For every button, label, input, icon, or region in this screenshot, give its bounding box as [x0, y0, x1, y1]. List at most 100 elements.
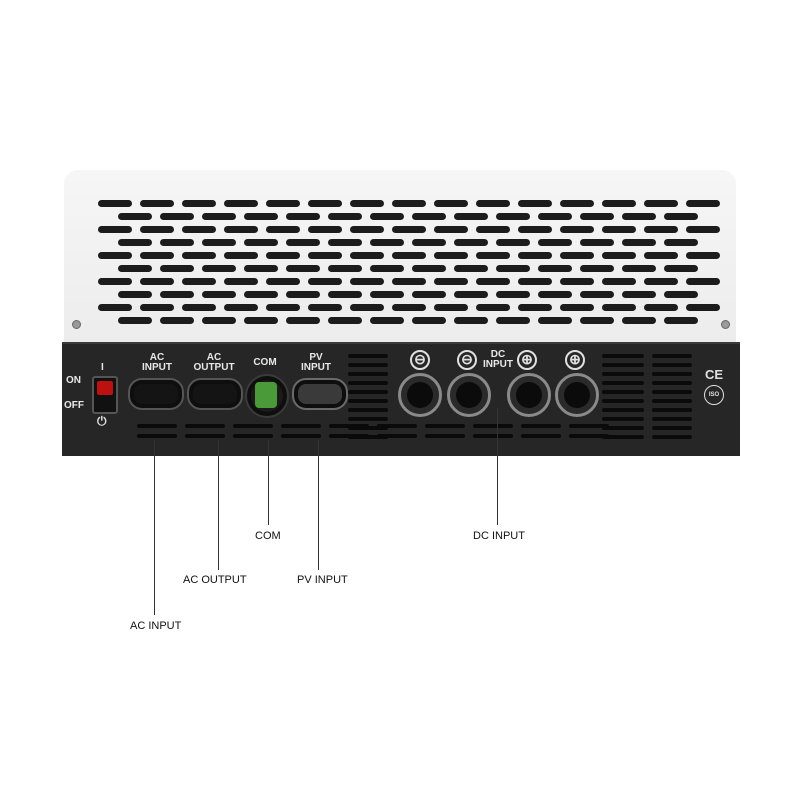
vent-slot [392, 252, 426, 259]
com-panel-label: COM [253, 357, 277, 368]
switch-on-label: ON [66, 375, 81, 386]
vent-slot [412, 213, 446, 220]
vent-slot [560, 252, 594, 259]
panel-grille-slot [602, 363, 644, 367]
leader-pv-input [318, 440, 319, 570]
pv-input-port[interactable] [292, 378, 348, 410]
vent-slot [328, 291, 362, 298]
dc-terminal-positive-1[interactable] [507, 373, 551, 417]
panel-grille-slot [652, 363, 692, 367]
vent-slot [518, 304, 552, 311]
vent-slot [496, 239, 530, 246]
vent-slot [518, 200, 552, 207]
panel-grille-slot [569, 424, 609, 428]
ac-input-panel-label: AC INPUT [142, 352, 172, 373]
vent-slot [286, 213, 320, 220]
vent-slot [350, 252, 384, 259]
vent-slot [370, 239, 404, 246]
vent-slot [244, 317, 278, 324]
switch-i-label: I [101, 362, 104, 373]
panel-grille-slot [233, 434, 273, 438]
vent-slot [98, 252, 132, 259]
dc-terminal-negative-2[interactable] [447, 373, 491, 417]
callout-com: COM [255, 530, 281, 542]
vent-slot [434, 200, 468, 207]
dc-terminal-negative-1[interactable] [398, 373, 442, 417]
panel-grille-slot [602, 435, 644, 439]
vent-slot [98, 200, 132, 207]
vent-slot [686, 200, 720, 207]
vent-slot [622, 239, 656, 246]
vent-slot [454, 213, 488, 220]
vent-slot [476, 200, 510, 207]
vent-slot [182, 226, 216, 233]
vent-slot [224, 226, 258, 233]
com-port-insert [255, 382, 277, 408]
switch-rocker [97, 381, 113, 395]
vent-slot [160, 213, 194, 220]
vent-slot [686, 278, 720, 285]
vent-slot [370, 317, 404, 324]
com-port[interactable] [245, 374, 289, 418]
panel-grille-slot [602, 354, 644, 358]
panel-grille-slot [652, 435, 692, 439]
panel-grille-slot [329, 424, 369, 428]
power-switch[interactable] [92, 376, 118, 414]
vent-slot [538, 239, 572, 246]
vent-slot [622, 213, 656, 220]
panel-grille-slot [652, 354, 692, 358]
ac-input-port[interactable] [128, 378, 184, 410]
vent-slot [140, 200, 174, 207]
vent-slot [370, 213, 404, 220]
vent-slot [160, 291, 194, 298]
panel-grille-slot [602, 426, 644, 430]
panel-grille-slot [652, 399, 692, 403]
vent-slot [182, 278, 216, 285]
vent-slot [224, 252, 258, 259]
panel-grille-slot [185, 424, 225, 428]
panel-grille-slot [652, 408, 692, 412]
callout-ac-input: AC INPUT [130, 620, 182, 632]
vent-slot [224, 304, 258, 311]
vent-slot [454, 291, 488, 298]
panel-grille-slot [137, 424, 177, 428]
vent-slot [434, 226, 468, 233]
vent-slot [580, 213, 614, 220]
ce-mark: CE [705, 367, 724, 382]
callout-dc-input: DC INPUT [473, 530, 525, 542]
vent-slot [202, 291, 236, 298]
vent-slot [266, 304, 300, 311]
ac-output-port[interactable] [187, 378, 243, 410]
vent-slot [622, 265, 656, 272]
vent-slot [560, 304, 594, 311]
vent-slot [160, 265, 194, 272]
vent-slot [392, 278, 426, 285]
vent-slot [476, 252, 510, 259]
panel-grille-slot [348, 372, 388, 376]
panel-grille-slot [602, 399, 644, 403]
vent-slot [686, 252, 720, 259]
vent-slot [476, 304, 510, 311]
vent-slot [350, 200, 384, 207]
panel-grille-slot [348, 390, 388, 394]
vent-slot [602, 304, 636, 311]
callout-ac-output: AC OUTPUT [183, 574, 247, 586]
vent-slot [644, 252, 678, 259]
vent-slot [518, 226, 552, 233]
vent-slot [350, 226, 384, 233]
vent-slot [140, 226, 174, 233]
vent-slot [580, 239, 614, 246]
vent-slot [412, 265, 446, 272]
vent-slot [328, 239, 362, 246]
dc-terminal-positive-2[interactable] [555, 373, 599, 417]
vent-slot [454, 317, 488, 324]
vent-slot [602, 252, 636, 259]
panel-grille-slot [348, 417, 388, 421]
vent-slot [266, 200, 300, 207]
vent-slot [350, 304, 384, 311]
vent-slot [308, 304, 342, 311]
vent-slot [538, 317, 572, 324]
vent-slot [664, 239, 698, 246]
vent-slot [664, 213, 698, 220]
vent-slot [560, 278, 594, 285]
